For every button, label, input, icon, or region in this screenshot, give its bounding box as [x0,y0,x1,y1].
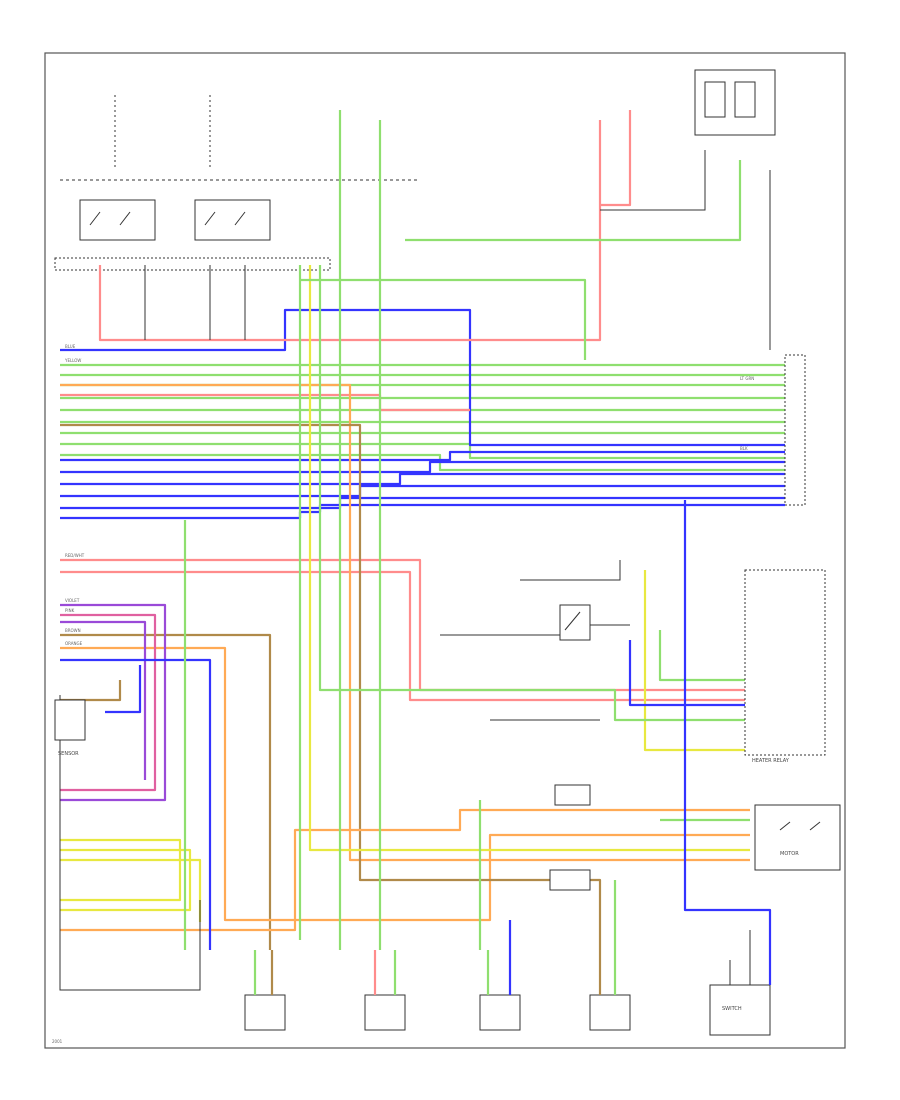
blue-wire-bus [60,308,785,520]
label-red: RED/WHT [65,553,85,558]
label-ltgrn: LT GRN [740,376,754,381]
label-violet: VIOLET [65,598,80,603]
violet-pink-wire-group [60,603,212,950]
connector-c1 [54,257,331,271]
label-yellow: YELLOW [64,358,81,363]
left-sensor: SENSOR [54,699,86,757]
label-blk: BLK [740,446,748,451]
black-control-wires [59,150,771,991]
footer-id: 2001 [52,1039,63,1044]
bottom-sensor-1 [244,994,286,1031]
red-wire-group-top [60,110,780,702]
diagram-frame [44,52,846,1049]
orange-brown-wire-group [60,383,750,950]
center-switch [559,604,630,641]
bottom-sensor-3 [479,994,521,1031]
label-brown: BROWN [65,628,81,633]
green-wire-bus [60,363,785,472]
top-right-module [694,69,776,136]
bottom-sensor-2 [364,994,406,1031]
label-blue: BLUE [65,344,76,349]
relay-switch-left [79,199,156,241]
green-vertical-wires [183,110,770,950]
label-orange: ORANGE [65,641,83,646]
switch-label: SWITCH [722,1006,742,1012]
right-connector-block [784,354,806,506]
motor-label: MOTOR [780,851,799,857]
bottom-sensor-4 [589,994,631,1031]
heater-relay-box: HEATER RELAY [744,569,826,764]
wire-color-labels: YELLOW BLUE RED/WHT ORANGE BROWN VIOLET … [64,344,754,646]
right-blue-wires [508,500,772,950]
motor-component: MOTOR [754,804,841,871]
bottom-right-switch: SWITCH [709,984,771,1036]
label-pink: PINK [65,608,75,613]
sensor-label: SENSOR [58,751,79,757]
top-fuse-block-left [60,95,420,181]
heater-relay-label: HEATER RELAY [752,758,790,764]
resistor-upper [554,784,591,806]
bottom-connector-stubs [253,930,772,995]
resistor-lower [549,869,591,891]
relay-switch-middle [194,199,271,241]
